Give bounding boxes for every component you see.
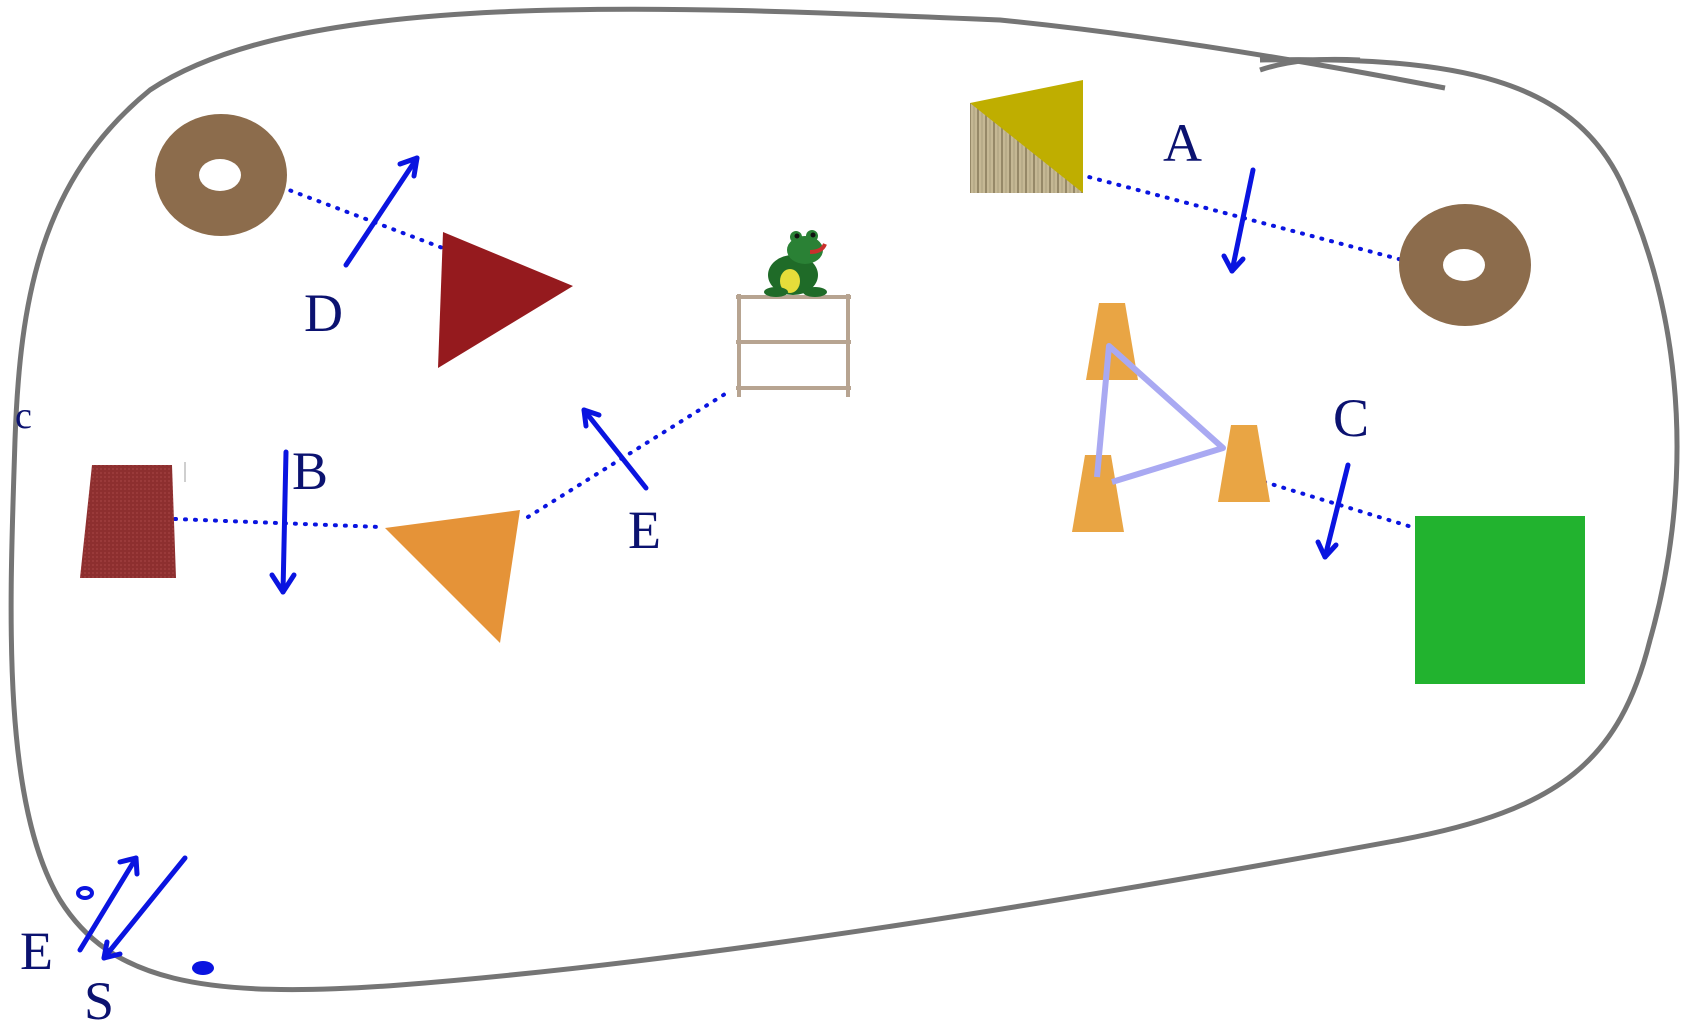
tire-hole xyxy=(1443,249,1485,281)
label-s: S xyxy=(84,971,114,1023)
cone-left xyxy=(1072,455,1124,532)
label-a: A xyxy=(1163,113,1202,173)
shelf xyxy=(736,294,851,397)
triangle-obstacle-orange xyxy=(385,510,520,643)
label-c: C xyxy=(1333,388,1369,448)
cone-link-lines xyxy=(1094,343,1226,485)
labels: A B C c D E E S xyxy=(15,113,1369,1023)
green-square xyxy=(1415,516,1585,684)
fence-with-yellow-triangle xyxy=(970,80,1083,193)
dotted-path-b xyxy=(173,517,382,529)
label-b: B xyxy=(292,441,328,501)
label-e-start: E xyxy=(20,921,53,981)
tire-obstacle-right xyxy=(1399,204,1531,326)
obstacles xyxy=(80,80,1585,684)
shelf-with-frog xyxy=(736,230,851,397)
start-marker-ring xyxy=(76,886,94,900)
dotted-path-c xyxy=(1243,474,1417,530)
boundary-line xyxy=(8,6,1680,993)
dotted-path-a xyxy=(1068,170,1412,264)
arrow-start-in xyxy=(101,855,188,961)
start-markers xyxy=(76,886,214,975)
label-d: D xyxy=(304,283,343,343)
dotted-path-d xyxy=(279,185,450,252)
arrow-a xyxy=(1221,167,1256,274)
triangle-obstacle-red xyxy=(438,232,573,368)
red-bin xyxy=(80,462,186,578)
arrow-b xyxy=(269,449,297,595)
cone-right xyxy=(1218,425,1270,502)
tire-obstacle-top-left xyxy=(155,114,287,236)
arrow-d xyxy=(343,155,420,268)
arrow-c xyxy=(1315,462,1351,560)
label-e: E xyxy=(628,500,661,560)
course-boundary xyxy=(8,6,1680,993)
arrow-start-out xyxy=(77,855,140,953)
frog-icon xyxy=(764,230,827,297)
dotted-paths xyxy=(173,170,1417,530)
dotted-path-e xyxy=(526,392,727,519)
start-marker-dot xyxy=(192,961,214,975)
tire-hole xyxy=(199,159,241,191)
label-c-small: c xyxy=(15,395,32,437)
triangle-obstacle-yellow xyxy=(970,80,1083,193)
arrow-e xyxy=(581,407,649,491)
boundary-overlap-stub xyxy=(1259,56,1361,73)
bin-body xyxy=(80,465,176,578)
cone-group xyxy=(1072,303,1270,532)
direction-arrows xyxy=(77,155,1351,961)
